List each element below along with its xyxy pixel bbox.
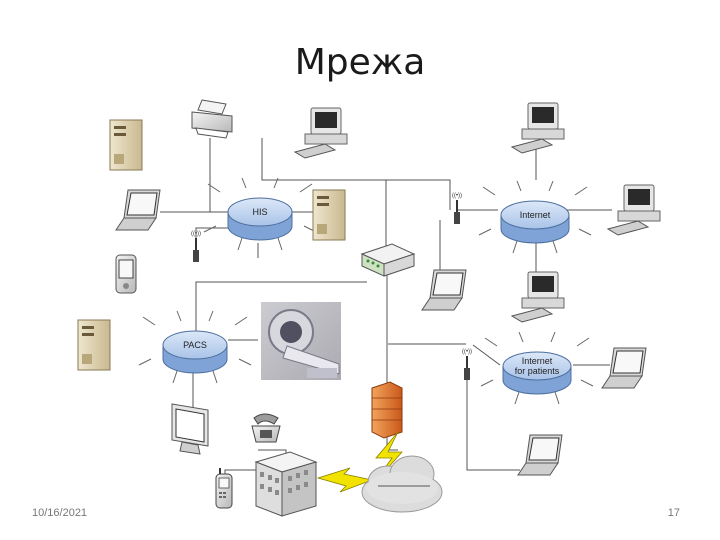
his-label: HIS <box>252 207 267 217</box>
internet-for-patients-hub[interactable]: Internet for patients <box>480 331 594 405</box>
slide-page-number: 17 <box>667 507 680 519</box>
wireless-ap-icon[interactable] <box>450 192 464 225</box>
mri-scanner-image <box>261 302 341 380</box>
internet-patients-label-2: for patients <box>515 366 560 376</box>
printer-icon[interactable] <box>191 99 233 139</box>
workstation-icon[interactable] <box>294 107 348 159</box>
telephone-icon[interactable] <box>251 413 281 443</box>
pda-icon[interactable] <box>115 254 137 294</box>
server-icon[interactable] <box>109 119 143 171</box>
server-icon[interactable] <box>312 189 346 241</box>
laptop-icon[interactable] <box>421 269 467 311</box>
pacs-label: PACS <box>183 340 207 350</box>
workstation-icon[interactable] <box>511 102 565 154</box>
router-icon[interactable] <box>360 243 416 277</box>
internet-hub[interactable]: Internet <box>478 180 592 254</box>
firewall-icon[interactable] <box>371 381 403 439</box>
building-icon[interactable] <box>254 451 318 517</box>
workstation-icon[interactable] <box>607 184 661 236</box>
laptop-icon[interactable] <box>115 189 161 231</box>
internet-label: Internet <box>520 210 551 220</box>
workstation-icon[interactable] <box>511 271 565 323</box>
cloud-icon <box>361 455 443 513</box>
laptop-icon[interactable] <box>517 434 563 476</box>
internet-patients-label-1: Internet <box>522 356 553 366</box>
pacs-hub[interactable]: PACS <box>138 310 252 384</box>
connection-lines <box>160 138 612 485</box>
his-hub[interactable]: HIS <box>203 177 317 251</box>
laptop-icon[interactable] <box>601 347 647 389</box>
cellphone-icon[interactable] <box>215 468 233 509</box>
server-icon[interactable] <box>77 319 111 371</box>
slide-date: 10/16/2021 <box>32 507 88 519</box>
wireless-ap-icon[interactable] <box>460 348 474 381</box>
wireless-ap-icon[interactable] <box>189 230 203 263</box>
slide-title: Мрежа <box>294 42 426 83</box>
lcd-monitor-icon[interactable] <box>171 403 209 455</box>
